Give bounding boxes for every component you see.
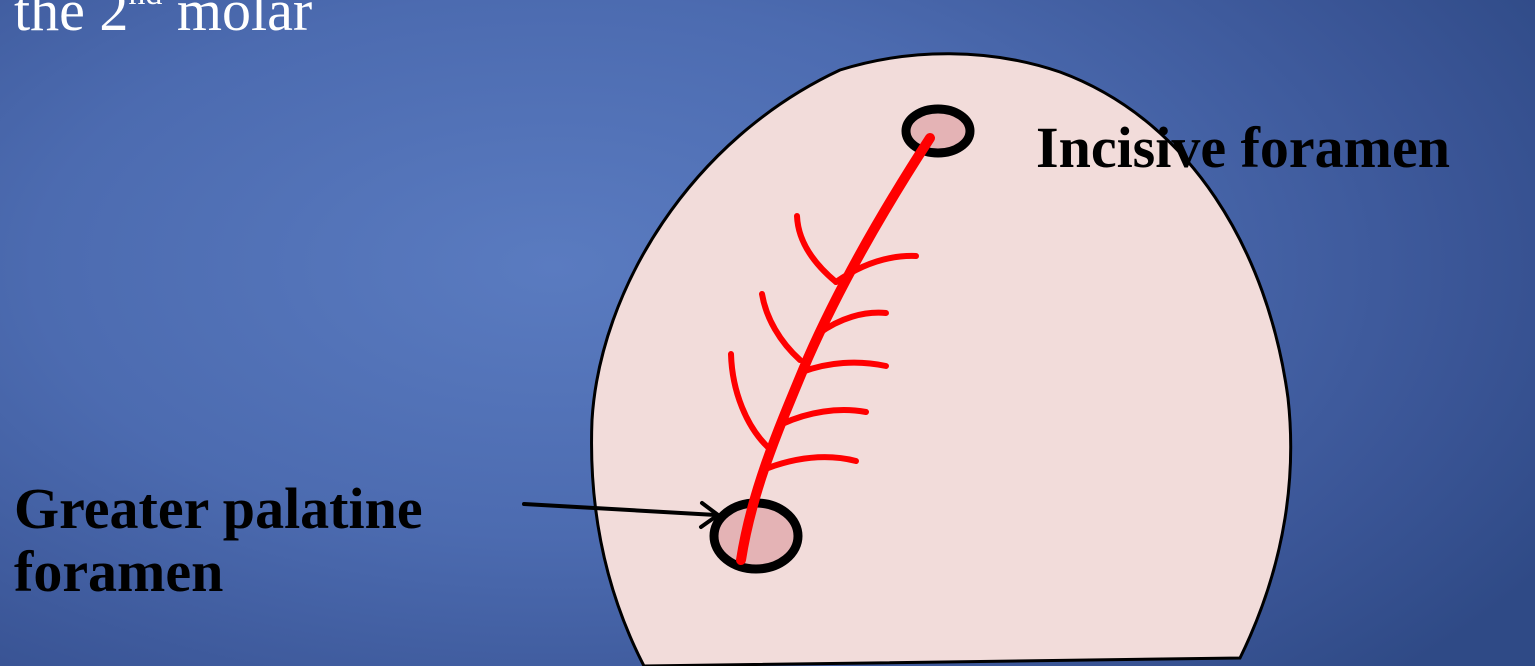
greater-palatine-label-line-1: Greater palatine [14, 478, 423, 541]
greater-palatine-label-line-2: foramen [14, 541, 423, 604]
incisive-foramen-marker [906, 109, 970, 153]
incisive-foramen-label: Incisive foramen [1036, 117, 1450, 180]
greater-palatine-foramen-label: Greater palatine foramen [14, 478, 423, 603]
